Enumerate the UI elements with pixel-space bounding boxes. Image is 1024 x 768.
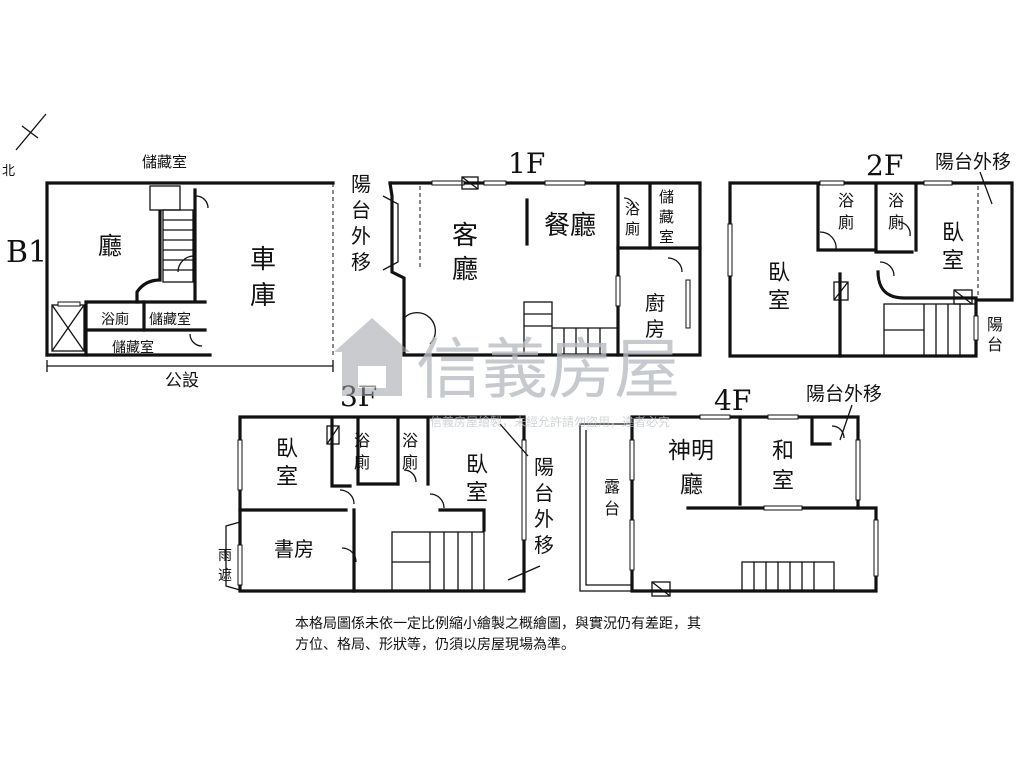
floor-label-b1: B1 <box>6 235 47 270</box>
2f-bath1-label-2: 廁 <box>838 213 854 232</box>
1f-living-label-2: 廳 <box>452 255 478 285</box>
2f-balcony-label: 陽台外移 <box>935 151 1011 173</box>
1f-balcony-label-3: 外 <box>351 224 371 248</box>
3f-awning-label-1: 雨 <box>218 548 232 564</box>
1f-dining-label: 餐廳 <box>544 211 596 241</box>
brand-watermark: 信義房屋 信義房屋繪製，未經允許請勿盜用，違者必究 <box>334 318 680 429</box>
3f-bedroom1-label-2: 室 <box>276 465 298 490</box>
2f-bath2-label-2: 廁 <box>888 213 904 232</box>
b1-storage-mid-label: 儲藏室 <box>149 311 191 328</box>
2f-bedroom1-label-2: 室 <box>768 289 790 314</box>
3f-balcony-label-3: 外 <box>534 507 554 531</box>
1f-balcony-label-4: 移 <box>351 250 371 274</box>
3f-bath1-label-1: 浴 <box>354 431 370 450</box>
brand-watermark-subtext: 信義房屋繪製，未經允許請勿盜用，違者必究 <box>430 414 670 429</box>
2f-balcony-small-label-2: 台 <box>987 335 1003 354</box>
2f-bath1-label-1: 浴 <box>838 191 854 210</box>
2f-bedroom2-label-1: 臥 <box>942 221 964 246</box>
b1-storage-bottom-label: 儲藏室 <box>112 339 154 356</box>
b1-hall-label: 廳 <box>98 232 122 260</box>
b1-storage-top-label: 儲藏室 <box>142 153 187 171</box>
b1-garage-label-2: 庫 <box>250 281 276 311</box>
floor-2f: 2F 陽台外移 浴 廁 浴 廁 臥 室 臥 室 陽 <box>727 149 1014 358</box>
north-arrow-icon <box>15 113 47 151</box>
floor-label-4f: 4F <box>714 384 751 417</box>
3f-balcony-label-1: 陽 <box>534 455 554 479</box>
2f-balcony-small-label-1: 陽 <box>987 315 1003 334</box>
3f-balcony-label-2: 台 <box>534 481 554 505</box>
3f-bedroom1-label-1: 臥 <box>276 437 298 462</box>
4f-shrine-label-2: 廳 <box>680 472 703 498</box>
b1-bath-label: 浴廁 <box>101 311 129 328</box>
3f-bath2-label-2: 廁 <box>402 453 418 472</box>
1f-balcony-label-2: 台 <box>351 198 371 222</box>
2f-bedroom2-label-2: 室 <box>942 249 964 274</box>
4f-balcony-label: 陽台外移 <box>806 383 882 405</box>
floor-4f: 4F 陽台外移 神明 廳 和 室 露 台 <box>579 383 882 597</box>
3f-bedroom2-label-1: 臥 <box>466 453 488 478</box>
brand-watermark-text: 信義房屋 <box>416 331 680 408</box>
2f-bedroom1-label-1: 臥 <box>768 261 790 286</box>
3f-bedroom2-label-2: 室 <box>466 481 488 506</box>
3f-bath1-label-2: 廁 <box>354 453 370 472</box>
4f-shrine-label-1: 神明 <box>668 438 714 464</box>
1f-kitchen-label-1: 廚 <box>645 291 665 315</box>
floor-label-1f: 1F <box>508 147 545 180</box>
3f-study-label: 書房 <box>274 537 314 561</box>
3f-awning-label-2: 遮 <box>218 568 232 584</box>
brand-logo-icon <box>334 318 410 396</box>
floor-b1: B1 儲藏室 廳 車 庫 浴廁 儲藏室 儲藏室 公設 <box>6 153 335 391</box>
4f-tatami-label-1: 和 <box>772 439 794 464</box>
floor-1f: 1F 陽 台 外 移 客 廳 餐廳 浴 廁 儲 藏 <box>351 147 702 357</box>
north-label: 北 <box>2 164 15 179</box>
b1-common-label: 公設 <box>165 371 199 391</box>
b1-garage-label-1: 車 <box>250 245 276 275</box>
floor-label-2f: 2F <box>866 149 903 182</box>
1f-storage-label-2: 藏 <box>659 208 674 226</box>
2f-bath2-label-1: 浴 <box>888 191 904 210</box>
4f-tatami-label-2: 室 <box>772 469 794 494</box>
1f-kitchen-label-2: 房 <box>645 317 665 341</box>
4f-terrace-label-1: 露 <box>604 477 620 496</box>
1f-bath-label-1: 浴 <box>625 200 640 218</box>
3f-bath2-label-1: 浴 <box>402 431 418 450</box>
floor-3f: 3F 臥 室 浴 廁 浴 廁 臥 室 陽 台 <box>218 380 554 593</box>
4f-terrace-label-2: 台 <box>604 499 620 518</box>
disclaimer: 本格局圖係未依一定比例縮小繪製之概繪圖，與實況仍有差距，其 方位、格局、形狀等，… <box>295 614 815 656</box>
1f-storage-label-1: 儲 <box>659 188 674 206</box>
1f-balcony-label-1: 陽 <box>351 172 371 196</box>
1f-bath-label-2: 廁 <box>625 220 640 238</box>
disclaimer-line-1: 本格局圖係未依一定比例縮小繪製之概繪圖，與實況仍有差距，其 <box>295 616 701 632</box>
1f-living-label-1: 客 <box>452 221 478 251</box>
3f-balcony-label-4: 移 <box>534 533 554 557</box>
1f-storage-label-3: 室 <box>659 228 674 246</box>
disclaimer-line-2: 方位、格局、形狀等，仍須以房屋現場為準。 <box>295 637 575 653</box>
